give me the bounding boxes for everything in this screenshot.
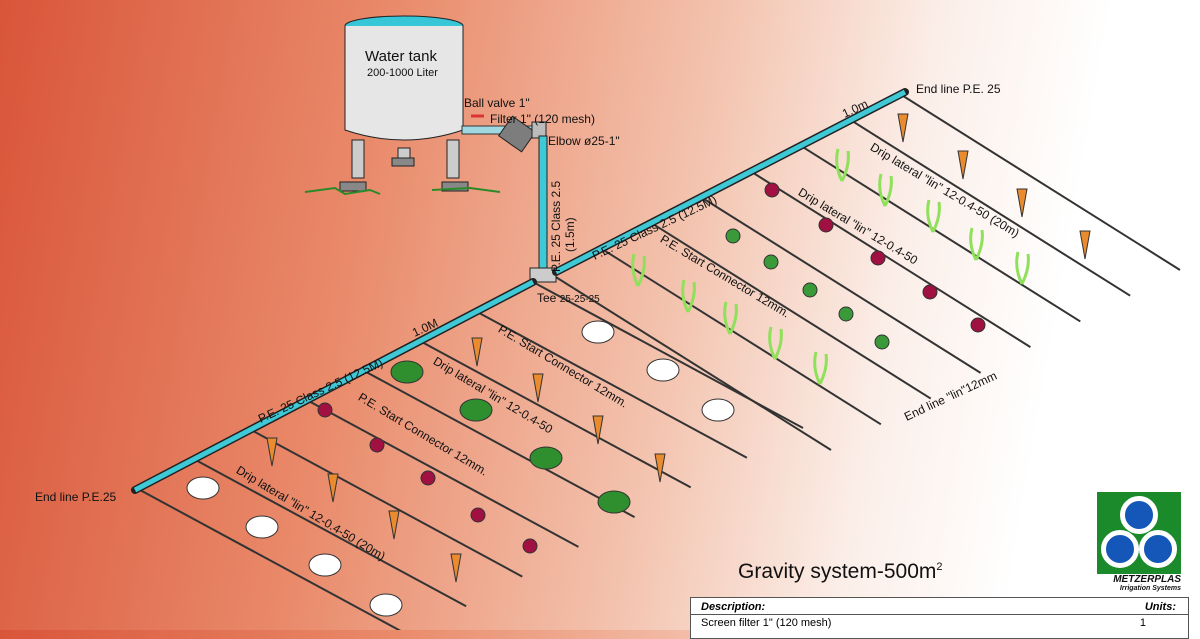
end-line-left: End line P.E.25 <box>35 490 117 504</box>
carrot-icon <box>450 553 462 583</box>
lettuce-icon <box>459 398 493 422</box>
beet-icon <box>369 437 385 453</box>
elbow-label: Elbow ø25-1" <box>548 134 620 148</box>
drip-lateral-line <box>899 93 1181 271</box>
end-line-right: End line P.E. 25 <box>916 82 1001 96</box>
riser-label-b: (1.5m) <box>563 217 577 252</box>
logo-circle-left <box>1101 530 1139 568</box>
carrot-icon <box>1016 188 1028 218</box>
tank-capacity: 200-1000 Liter <box>367 67 438 79</box>
drip-lateral-line <box>600 247 882 426</box>
cauliflower-icon <box>701 398 735 422</box>
onion-icon <box>813 351 828 385</box>
drip-lateral-line <box>195 459 467 608</box>
main-pipe-right <box>552 88 909 276</box>
table-row-units: 1 <box>1139 617 1146 629</box>
beet-icon <box>420 470 436 486</box>
pipe-fittings <box>461 114 557 283</box>
logo-mark <box>1097 492 1181 574</box>
artichoke-icon <box>838 306 854 322</box>
carrot-icon <box>1079 230 1091 260</box>
onion-icon <box>723 301 738 335</box>
drip-lateral-line <box>650 221 932 400</box>
cauliflower-icon <box>245 515 279 539</box>
logo-circle-top <box>1120 496 1158 534</box>
drip-lateral-line <box>749 170 1031 348</box>
lettuce-icon <box>390 360 424 384</box>
beet-icon <box>764 182 780 198</box>
metzerplas-logo: METZERPLAS Irrigation Systems <box>1097 492 1181 592</box>
artichoke-icon <box>763 254 779 270</box>
beet-icon <box>818 217 834 233</box>
beet-icon <box>522 538 538 554</box>
carrot-icon <box>957 150 969 180</box>
carrot-icon <box>327 473 339 503</box>
onion-icon <box>631 253 646 287</box>
logo-name: METZERPLAS <box>1113 574 1181 585</box>
tank-title: Water tank <box>365 48 437 65</box>
onion-icon <box>969 227 984 261</box>
drip-lateral-line <box>849 118 1131 297</box>
logo-tagline: Irrigation Systems <box>1119 585 1181 592</box>
artichoke-icon <box>874 334 890 350</box>
carrot-icon <box>532 373 544 403</box>
onion-icon <box>878 173 893 207</box>
diagram-title: Gravity system-500m2 <box>738 560 943 583</box>
drip-lateral-line <box>364 370 636 519</box>
logo-circle-right <box>1139 530 1177 568</box>
drip-lateral-line <box>420 340 692 489</box>
cauliflower-icon <box>308 553 342 577</box>
drip-lateral-line <box>307 399 579 548</box>
parts-table: Description: Units: Screen filter 1" (12… <box>690 597 1189 639</box>
carrot-icon <box>471 337 483 367</box>
carrot-icon <box>266 437 278 467</box>
drip-lateral-line <box>550 273 832 451</box>
onion-icon <box>1015 251 1030 285</box>
beet-icon <box>970 317 986 333</box>
cauliflower-icon <box>186 476 220 500</box>
beet-icon <box>870 250 886 266</box>
table-header-units: Units: <box>1144 601 1176 613</box>
tee-label: Tee 25-25-25 <box>537 291 600 305</box>
riser-pipe <box>538 135 548 271</box>
carrot-icon <box>654 453 666 483</box>
carrot-icon <box>897 113 909 143</box>
main-pipe-left <box>131 278 537 494</box>
carrot-icon <box>388 510 400 540</box>
lettuce-icon <box>529 446 563 470</box>
riser-label-a: P.E. 25 Class 2.5 <box>549 180 563 272</box>
drip-lateral-line <box>799 144 1081 323</box>
carrot-icon <box>592 415 604 445</box>
onion-icon <box>681 279 696 313</box>
drip-lateral-line <box>251 429 523 578</box>
drip-lateral-line <box>532 281 804 429</box>
drip-lateral-line <box>139 489 402 630</box>
onion-icon <box>926 199 941 233</box>
cauliflower-icon <box>581 320 615 344</box>
water-tank <box>304 15 501 196</box>
artichoke-icon <box>802 282 818 298</box>
filter-label: Filter 1" (120 mesh) <box>490 112 595 126</box>
table-row-description: Screen filter 1" (120 mesh) <box>701 617 832 629</box>
beet-icon <box>317 402 333 418</box>
beet-icon <box>470 507 486 523</box>
ball-valve-label: Ball valve 1" <box>464 96 530 110</box>
drip-lateral-line <box>476 310 748 459</box>
onion-icon <box>768 326 783 360</box>
filter-body <box>497 115 537 153</box>
cauliflower-icon <box>646 358 680 382</box>
beet-icon <box>922 284 938 300</box>
artichoke-icon <box>725 228 741 244</box>
cauliflower-icon <box>369 593 403 617</box>
lettuce-icon <box>597 490 631 514</box>
table-header-description: Description: <box>701 601 766 613</box>
onion-icon <box>835 148 850 182</box>
drip-lateral-line <box>700 196 982 374</box>
